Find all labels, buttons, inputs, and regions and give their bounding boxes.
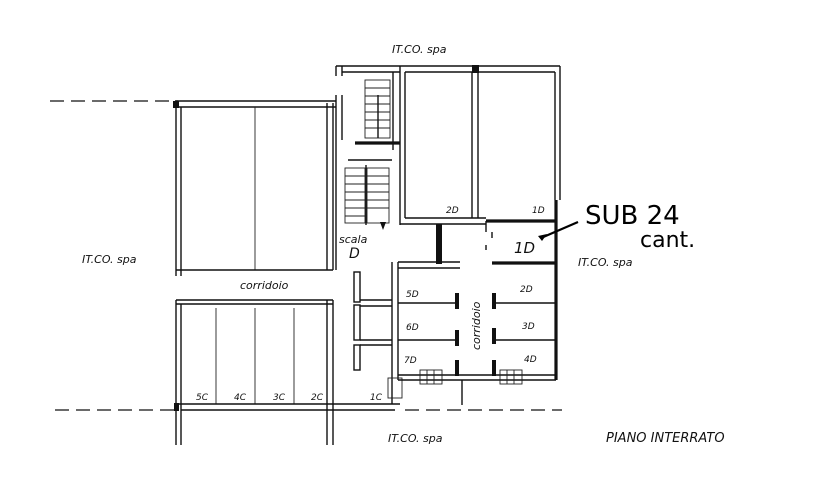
room-2c: 2C	[311, 393, 324, 403]
handwritten-sub-label: SUB 24	[585, 201, 680, 231]
stair-letter: D	[349, 246, 360, 262]
floor-title: PIANO INTERRATO	[606, 431, 725, 446]
room-5c: 5C	[196, 393, 209, 403]
left-upper-block	[173, 100, 336, 276]
room-3c: 3C	[273, 393, 286, 403]
room-4c: 4C	[234, 393, 247, 403]
annotation-arrow	[538, 220, 579, 241]
stair-label: scala	[339, 233, 368, 246]
room-2d: 2D	[520, 285, 533, 295]
stair-core	[335, 65, 403, 404]
room-5d: 5D	[406, 290, 419, 300]
corridor-vertical-label: corridoio	[470, 301, 483, 350]
room-4d: 4D	[524, 355, 537, 365]
right-upper-block	[400, 65, 561, 264]
label-right-outside: IT.CO. spa	[578, 256, 633, 269]
right-lower-block	[398, 200, 558, 405]
room-3d: 3D	[522, 322, 535, 332]
corridor-horizontal-label: corridoio	[240, 279, 289, 292]
boundary-lines	[50, 100, 562, 411]
room-7d: 7D	[404, 356, 417, 366]
room-6d: 6D	[406, 323, 419, 333]
handwritten-cant-label: cant.	[640, 228, 695, 253]
label-left-outside: IT.CO. spa	[82, 253, 137, 266]
room-2d-top: 2D	[446, 206, 459, 216]
room-1c: 1C	[370, 393, 383, 403]
room-1d-top: 1D	[532, 206, 545, 216]
label-top-outside: IT.CO. spa	[392, 43, 447, 56]
room-1d-highlight: 1D	[514, 239, 535, 257]
left-lower-block	[174, 299, 400, 445]
label-bottom-outside: IT.CO. spa	[388, 432, 443, 445]
